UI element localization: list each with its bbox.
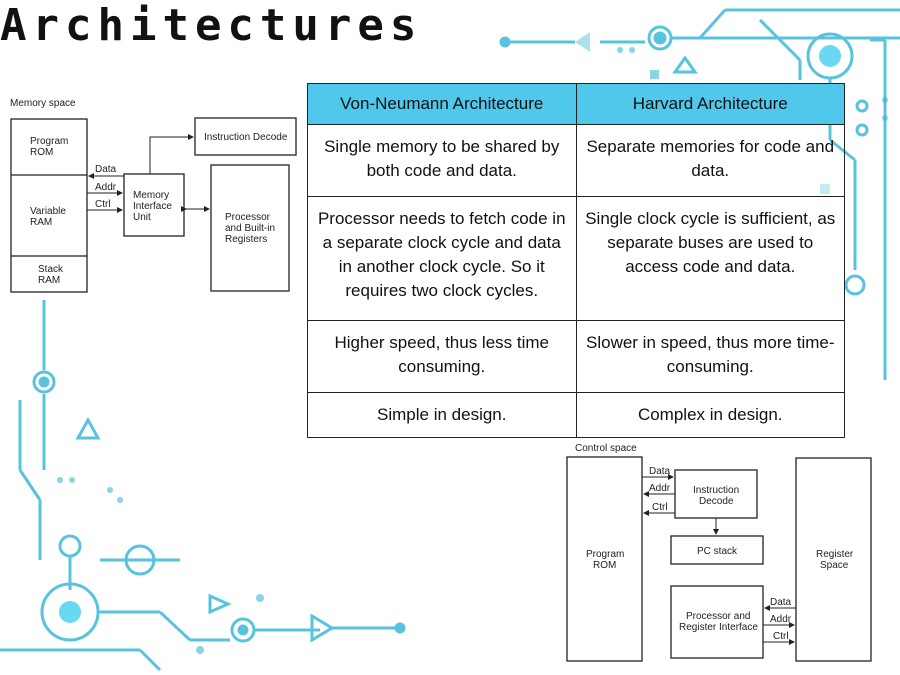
- table-cell: Simple in design.: [307, 391, 577, 439]
- processor-box: [210, 164, 290, 292]
- addr-bus-label: Addr: [95, 182, 117, 193]
- table-row: Single memory to be shared by both code …: [307, 123, 845, 198]
- ctrl-bus-label: Ctrl: [652, 502, 668, 513]
- table-cell: Separate memories for code and data.: [575, 123, 845, 198]
- data-bus-label: Data: [649, 466, 671, 477]
- ctrl-bus-label: Ctrl: [773, 631, 789, 642]
- data-bus-label: Data: [770, 597, 792, 608]
- pc-stack-box: [670, 535, 764, 565]
- table-cell: Single clock cycle is sufficient, as sep…: [575, 196, 845, 321]
- header-harvard: Harvard Architecture: [575, 83, 845, 125]
- table-cell: Slower in speed, thus more time-consumin…: [575, 319, 845, 393]
- instruction-decode-box: [674, 469, 758, 519]
- memory-space-caption: Memory space: [10, 98, 76, 109]
- header-von-neumann: Von-Neumann Architecture: [307, 83, 577, 125]
- table-header-row: Von-Neumann Architecture Harvard Archite…: [307, 83, 845, 125]
- addr-bus-label: Addr: [770, 614, 792, 625]
- memory-interface-box: [123, 173, 185, 237]
- ctrl-bus-label: Ctrl: [95, 199, 111, 210]
- page-title: Architectures: [0, 0, 423, 51]
- register-space-box: [795, 457, 872, 662]
- table-row: Simple in design. Complex in design.: [307, 391, 845, 439]
- data-bus-label: Data: [95, 164, 117, 175]
- table-cell: Complex in design.: [575, 391, 845, 439]
- program-rom-box: [566, 456, 643, 662]
- table-cell: Higher speed, thus less time consuming.: [307, 319, 577, 393]
- comparison-table: Von-Neumann Architecture Harvard Archite…: [307, 83, 845, 439]
- memory-box: [10, 118, 88, 293]
- instruction-decode-box: [194, 117, 297, 156]
- table-row: Processor needs to fetch code in a separ…: [307, 196, 845, 321]
- table-cell: Single memory to be shared by both code …: [307, 123, 577, 198]
- processor-box: [670, 585, 764, 659]
- instruction-decode-label: Instruction Decode: [204, 132, 288, 143]
- table-cell: Processor needs to fetch code in a separ…: [307, 196, 577, 321]
- pc-stack-label: PC stack: [697, 546, 738, 557]
- addr-bus-label: Addr: [649, 483, 671, 494]
- control-space-caption: Control space: [575, 443, 637, 454]
- table-row: Higher speed, thus less time consuming. …: [307, 319, 845, 393]
